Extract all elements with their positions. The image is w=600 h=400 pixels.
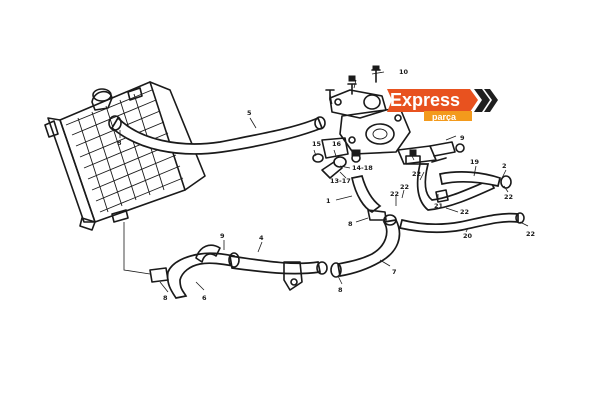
thermostat-housing	[321, 89, 465, 165]
callout-22-d: 22	[504, 193, 513, 201]
logo-chevron-2	[484, 89, 498, 112]
heater-hoses	[398, 157, 525, 234]
callout-22-e: 22	[460, 208, 469, 216]
callout-22-c: 22	[412, 170, 421, 178]
radiator	[44, 81, 206, 231]
express-parca-logo: Express parça	[387, 89, 498, 122]
lower-left-pipe	[149, 244, 328, 299]
callout-21: 21	[434, 202, 444, 210]
callout-7: 7	[392, 268, 397, 276]
logo-chevron-1	[474, 89, 490, 112]
callout-9-lower: 9	[220, 232, 225, 240]
callout-22-b: 22	[400, 183, 409, 191]
upper-hose-5	[108, 115, 326, 155]
callout-22-a: 22	[390, 190, 399, 198]
logo-sub-banner	[424, 111, 472, 121]
callout-15: 15	[312, 140, 322, 148]
callout-1: 1	[326, 197, 331, 205]
callout-6: 6	[202, 294, 207, 302]
bypass-hose-1	[350, 175, 387, 221]
callout-8-left: 8	[163, 294, 168, 302]
logo-text-parca: parça	[432, 112, 457, 122]
callout-4: 4	[259, 234, 264, 242]
callout-2-right: 2	[502, 162, 507, 170]
callout-14-18: 14-18	[352, 164, 373, 172]
callout-13-17: 13-17	[330, 177, 351, 185]
callout-5: 5	[247, 109, 252, 117]
leader-lines	[119, 71, 529, 293]
lower-hose-7	[330, 214, 401, 278]
callout-8-lower: 8	[338, 286, 343, 294]
callout-8-center: 8	[348, 220, 353, 228]
callout-20: 20	[463, 232, 473, 240]
callout-9: 9	[460, 134, 465, 142]
fittings-cluster	[312, 149, 421, 179]
logo-text-express: Express	[390, 90, 460, 110]
callout-19: 19	[470, 158, 480, 166]
callout-10: 10	[399, 68, 409, 76]
callout-16: 16	[332, 140, 342, 148]
logo-banner	[387, 89, 478, 112]
callout-8-radiator: 8	[117, 139, 122, 147]
callout-22-f: 22	[526, 230, 535, 238]
